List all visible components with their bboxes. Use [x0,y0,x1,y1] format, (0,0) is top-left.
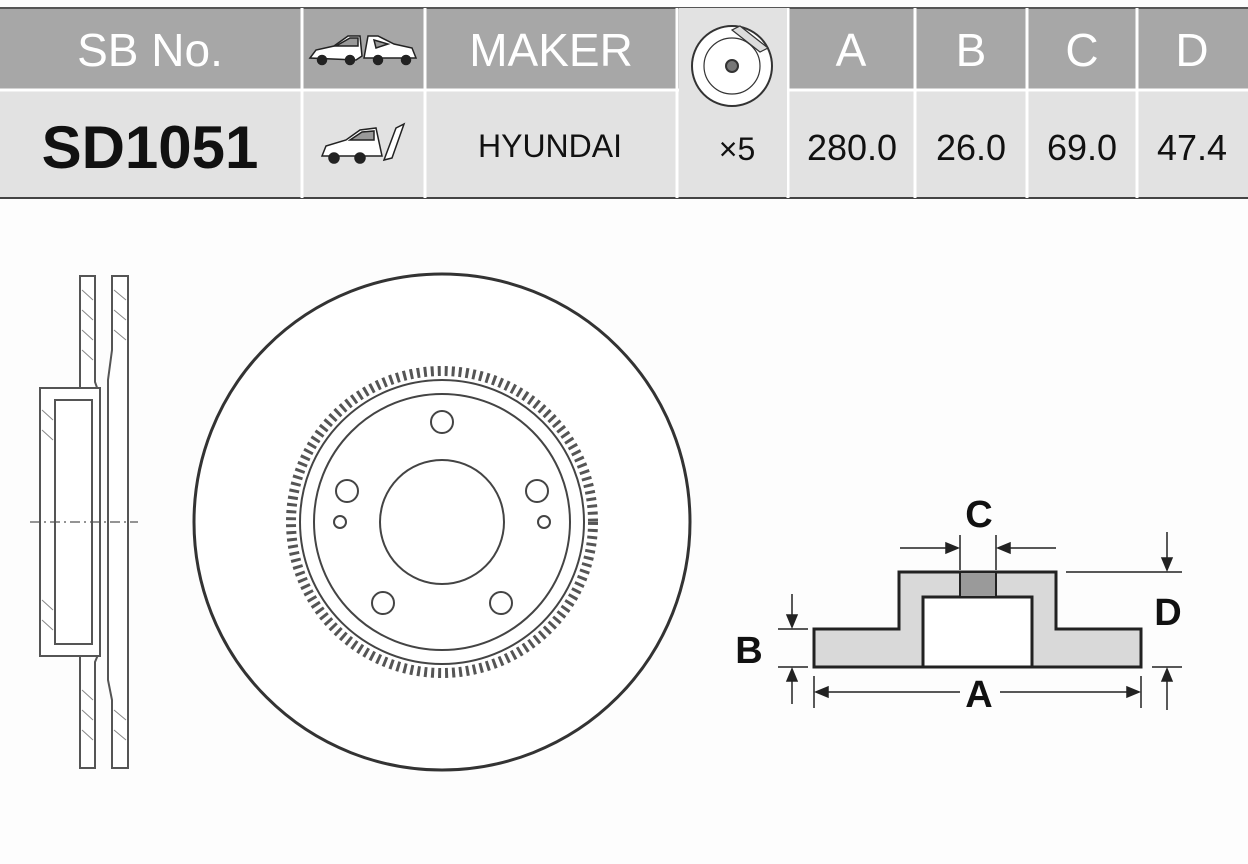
row-a: 280.0 [807,127,897,168]
dim-label-c: C [965,494,992,536]
row-sb-no: SD1051 [42,114,259,181]
spec-table: SB No. MAKER A B C D SD1051 [0,7,1248,199]
row-bolt-count: ×5 [719,131,755,167]
locator-holes [333,515,551,529]
row-d: 47.4 [1157,127,1227,168]
dim-label-a: A [965,674,992,716]
header-b: B [956,24,987,76]
header-c: C [1065,24,1098,76]
header-d: D [1175,24,1208,76]
center-bore [379,459,505,585]
car-pair-icon [308,35,418,66]
row-maker: HYUNDAI [478,128,622,164]
header-row [0,8,1248,90]
row-b: 26.0 [936,127,1006,168]
header-sb-no: SB No. [77,24,223,76]
disc-icon [691,25,773,107]
row-c: 69.0 [1047,127,1117,168]
data-row [0,90,1248,198]
header-a: A [836,24,867,76]
car-front-icon [320,122,406,164]
dim-label-b: B [735,630,762,672]
header-maker: MAKER [469,24,633,76]
bolt-holes [335,410,549,615]
hat-outline [313,393,571,651]
disc-vent-ring [286,366,598,678]
disc-side-section-view [30,275,138,769]
dim-label-d: D [1154,592,1181,634]
dimension-diagram: C D B A [735,494,1182,716]
disc-front-view [192,272,692,772]
